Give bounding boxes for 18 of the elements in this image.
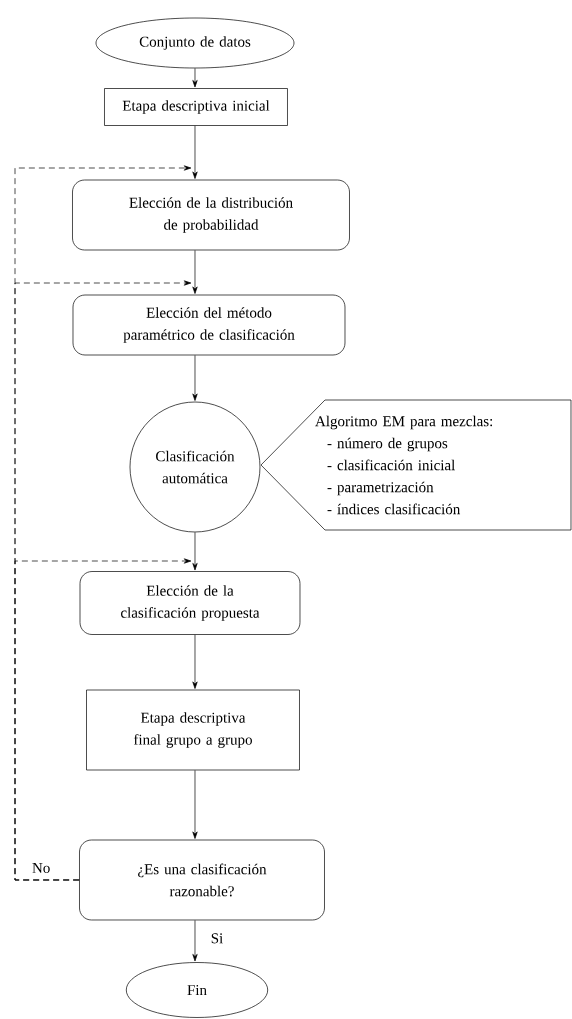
process-box: Elección de la distribución de probabilidad bbox=[72, 179, 350, 251]
arrow bbox=[192, 920, 198, 962]
arrow bbox=[192, 250, 198, 294]
callout-box: Algoritmo EM para mezclas: - número de grupos - clasificación inicial - parametrización - índices clasificación bbox=[260, 399, 572, 531]
arrow bbox=[14, 558, 192, 881]
arrow bbox=[192, 355, 198, 401]
arrow bbox=[192, 125, 198, 179]
arrow bbox=[192, 770, 198, 839]
edge-label: Si bbox=[209, 932, 225, 945]
process-box: Etapa descriptiva inicial bbox=[104, 88, 288, 126]
arrow bbox=[192, 68, 198, 88]
decision-box: ¿Es una clasificación razonable? bbox=[79, 839, 325, 921]
process-box: Etapa descriptiva final grupo a grupo bbox=[86, 689, 300, 771]
arrow bbox=[192, 532, 198, 571]
process-box: Elección del método paramétrico de clasificación bbox=[72, 294, 346, 356]
arrow bbox=[192, 634, 198, 689]
edge-label: No bbox=[31, 862, 52, 874]
process-box: Elección de la clasificación propuesta bbox=[79, 571, 301, 635]
